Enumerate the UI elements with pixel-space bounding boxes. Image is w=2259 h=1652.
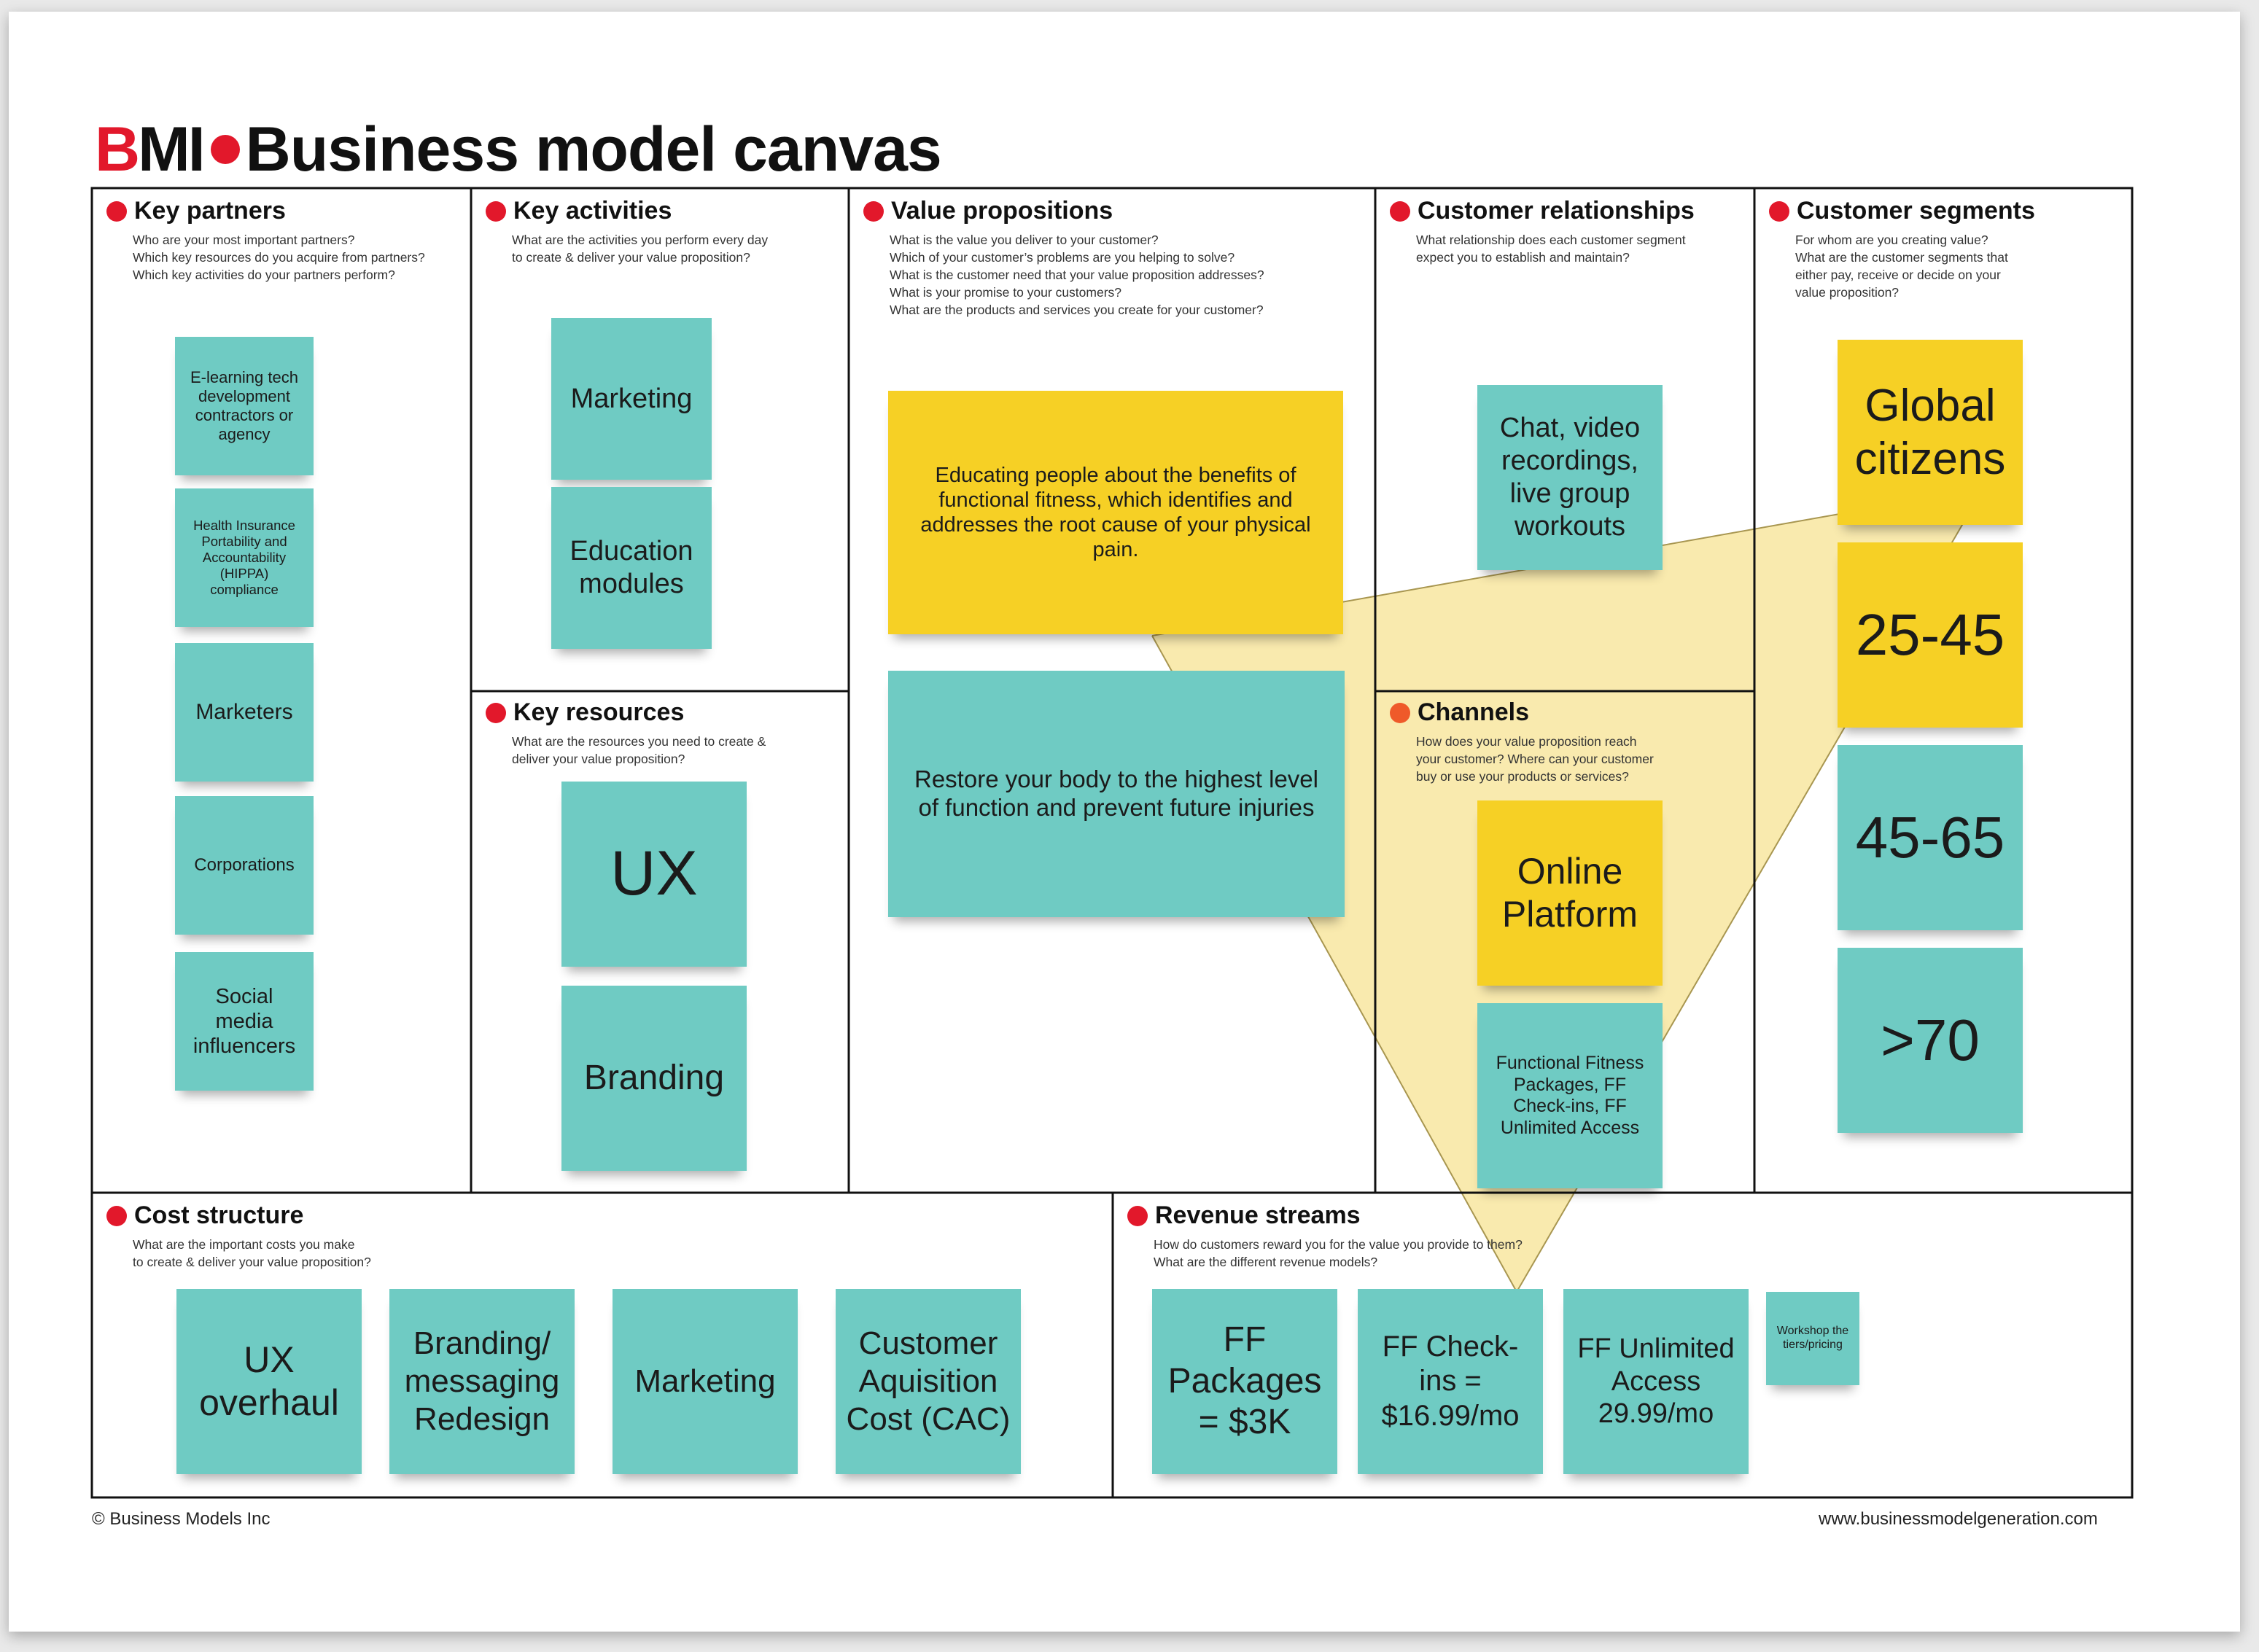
section-title: Key resources	[513, 698, 685, 726]
sticky-note[interactable]: >70	[1838, 948, 2023, 1133]
sticky-note[interactable]: 25-45	[1838, 542, 2023, 728]
section-value-propositions: Value propositions What is the value you…	[863, 197, 1264, 319]
sticky-note[interactable]: UX	[561, 782, 747, 967]
section-questions: Who are your most important partners? Wh…	[133, 233, 425, 282]
section-customer-segments: Customer segments For whom are you creat…	[1769, 197, 2035, 301]
footer-website-link[interactable]: www.businessmodelgeneration.com	[1819, 1509, 2098, 1529]
section-questions: For whom are you creating value? What ar…	[1795, 233, 2008, 300]
section-questions: How do customers reward you for the valu…	[1154, 1237, 1523, 1269]
sticky-note[interactable]: Online Platform	[1477, 800, 1663, 986]
sticky-note[interactable]: Customer Aquisition Cost (CAC)	[836, 1289, 1021, 1474]
sticky-note[interactable]: Health Insurance Portability and Account…	[175, 488, 314, 627]
sticky-note[interactable]: Social media influencers	[175, 952, 314, 1091]
section-questions: What are the activities you perform ever…	[512, 233, 769, 265]
section-dot-icon	[486, 200, 506, 222]
section-dot-icon	[1769, 200, 1789, 222]
section-title: Key partners	[134, 197, 286, 225]
section-questions: What relationship does each customer seg…	[1416, 233, 1686, 265]
section-dot-icon	[863, 200, 884, 222]
section-questions: What are the important costs you make to…	[133, 1237, 371, 1269]
section-questions: What are the resources you need to creat…	[512, 734, 766, 766]
canvas-title: Business model canvas	[245, 114, 942, 184]
section-dot-icon	[486, 702, 506, 723]
section-title: Revenue streams	[1155, 1201, 1361, 1229]
section-title: Customer relationships	[1418, 197, 1695, 225]
sticky-note[interactable]: Marketing	[551, 318, 712, 480]
sticky-note[interactable]: Marketers	[175, 643, 314, 782]
section-title: Channels	[1418, 698, 1530, 726]
sticky-note[interactable]: Corporations	[175, 796, 314, 935]
section-title: Customer segments	[1797, 197, 2035, 225]
section-dot-icon	[1390, 200, 1410, 222]
sticky-note[interactable]: FF Packages = $3K	[1152, 1289, 1337, 1474]
sticky-note[interactable]: Workshop the tiers/pricing	[1766, 1292, 1859, 1385]
section-title: Key activities	[513, 197, 672, 225]
section-title: Value propositions	[891, 197, 1113, 225]
section-channels: Channels How does your value proposition…	[1390, 698, 1654, 785]
section-customer-relationships: Customer relationships What relationship…	[1390, 197, 1695, 266]
section-questions: How does your value proposition reach yo…	[1416, 734, 1654, 784]
section-dot-icon	[106, 1205, 127, 1226]
sticky-note[interactable]: Functional Fitness Packages, FF Check-in…	[1477, 1003, 1663, 1188]
sticky-note[interactable]: E-learning tech development contractors …	[175, 337, 314, 475]
section-key-activities: Key activities What are the activities y…	[486, 197, 768, 266]
section-dot-icon	[106, 200, 127, 222]
sticky-note[interactable]: Global citizens	[1838, 340, 2023, 525]
sticky-note[interactable]: FF Unlimited Access 29.99/mo	[1563, 1289, 1749, 1474]
section-revenue-streams: Revenue streams How do customers reward …	[1127, 1201, 1523, 1271]
sticky-note[interactable]: 45-65	[1838, 745, 2023, 930]
sticky-note[interactable]: Branding/ messaging Redesign	[389, 1289, 575, 1474]
sticky-note[interactable]: UX overhaul	[176, 1289, 362, 1474]
logo-dot-icon	[210, 135, 240, 164]
sticky-note[interactable]: Restore your body to the highest level o…	[888, 671, 1345, 917]
sticky-note[interactable]: Marketing	[613, 1289, 798, 1474]
section-dot-icon	[1127, 1205, 1148, 1226]
section-questions: What is the value you deliver to your cu…	[890, 233, 1264, 317]
sticky-note[interactable]: Chat, video recordings, live group worko…	[1477, 385, 1663, 570]
section-key-partners: Key partners Who are your most important…	[106, 197, 425, 284]
sticky-note[interactable]: Education modules	[551, 487, 712, 649]
section-title: Cost structure	[134, 1201, 304, 1229]
sticky-note[interactable]: Educating people about the benefits of f…	[888, 391, 1343, 634]
sticky-note[interactable]: Branding	[561, 986, 747, 1171]
section-dot-icon	[1390, 702, 1410, 723]
footer-copyright: © Business Models Inc	[92, 1509, 271, 1529]
sticky-note[interactable]: FF Check-ins = $16.99/mo	[1358, 1289, 1543, 1474]
section-key-resources: Key resources What are the resources you…	[486, 698, 766, 768]
section-cost-structure: Cost structure What are the important co…	[106, 1201, 371, 1271]
